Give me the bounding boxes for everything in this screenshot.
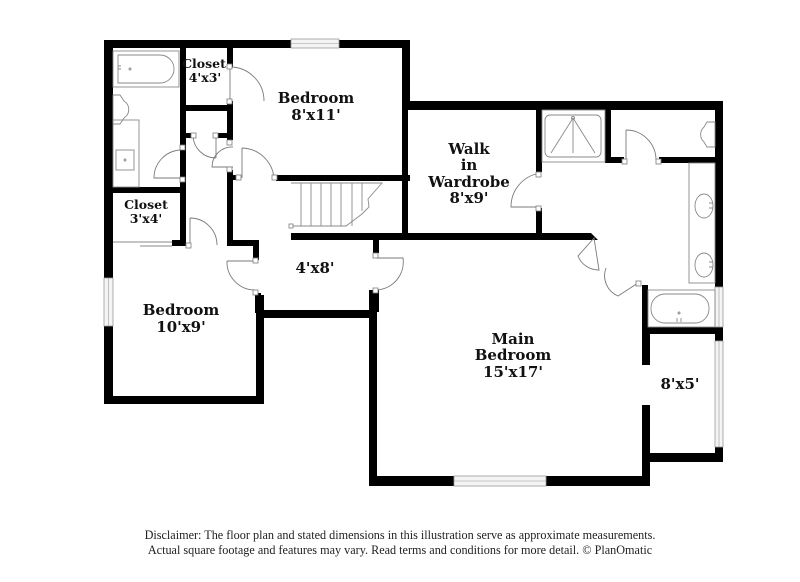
disclaimer-line-1: Disclaimer: The floor plan and stated di… [144,528,656,542]
wardrobe-name-line2: in [461,156,478,174]
room-labels: Closet 4'x3' Bedroom 8'x11' Walk in Ward… [124,56,699,393]
bathtub-icon [650,293,710,324]
main-bedroom-dims: 15'x17' [483,363,543,381]
bedroom-left-dims: 10'x9' [156,318,205,336]
bedroom-left-name: Bedroom [143,301,220,319]
sink-icon [694,252,714,278]
wardrobe-dims: 8'x9' [449,189,488,207]
staircase-icon [288,182,383,229]
floor-plan: Closet 4'x3' Bedroom 8'x11' Walk in Ward… [103,38,724,487]
wardrobe-name-line1: Walk [447,140,490,158]
wardrobe-name-line3: Wardrobe [427,173,510,191]
fixtures [112,50,716,328]
windows [103,38,724,487]
toilet-icon [112,94,130,125]
closet-left-dims: 3'x4' [130,211,163,226]
walls [104,40,723,486]
closet-top-name: Closet [182,56,226,71]
bedroom-top-name: Bedroom [278,89,355,107]
shower-icon [544,114,602,158]
main-bedroom-name-line2: Bedroom [475,346,552,364]
bedroom-top-dims: 8'x11' [291,106,340,124]
closet-left-name: Closet [124,197,168,212]
closet-top-dims: 4'x3' [189,70,222,85]
disclaimer-line-2: Actual square footage and features may v… [147,543,653,557]
doors [113,63,662,297]
sink-icon [694,193,714,219]
hallway-dims: 4'x8' [295,259,334,277]
toilet-icon [700,121,716,148]
nook-dims: 8'x5' [660,375,699,393]
main-bedroom-name-line1: Main [492,330,535,348]
sink-icon [115,149,135,171]
bathtub-icon [117,54,175,84]
